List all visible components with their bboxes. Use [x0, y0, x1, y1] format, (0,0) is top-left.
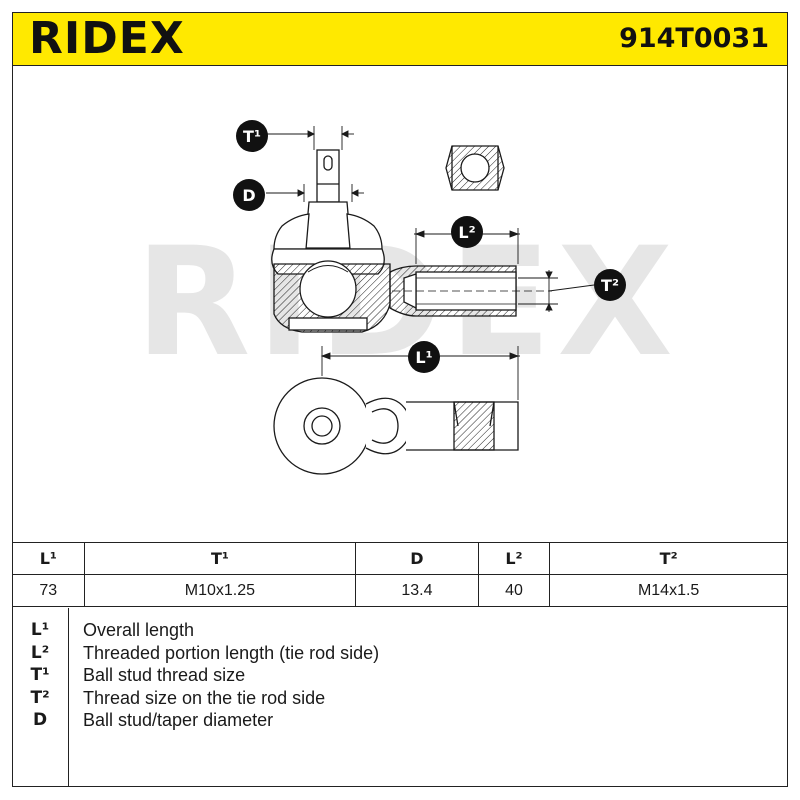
d-badge-label: D [242, 186, 255, 205]
legend-code: L² [30, 643, 50, 663]
legend: L¹ Overall length L² Threaded portion le… [12, 608, 788, 786]
spec-header-l2: L² [477, 542, 551, 575]
l2-badge: L² [451, 216, 483, 248]
tie-rod-end-drawing: RIDEX [135, 120, 673, 475]
legend-code: T² [30, 688, 50, 708]
t1-badge-label: T¹ [243, 127, 261, 146]
legend-divider [68, 608, 69, 786]
drawing-frame [12, 64, 788, 787]
specs-value-row: 73 M10x1.25 13.4 40 M14x1.5 [12, 574, 788, 607]
technical-drawing: RIDEX [12, 64, 788, 542]
specs-table: L¹ T¹ D L² T² 73 M10x1.25 13.4 40 M14x1.… [12, 542, 788, 607]
spec-header-l1: L¹ [12, 542, 85, 575]
l2-badge-label: L² [458, 223, 475, 242]
legend-item: L² Threaded portion length (tie rod side… [12, 643, 788, 665]
spec-value-t2: M14x1.5 [549, 574, 788, 607]
legend-code: D [32, 710, 48, 730]
specs-header-row: L¹ T¹ D L² T² [12, 542, 788, 575]
side-view [271, 149, 552, 333]
legend-text: Overall length [83, 620, 195, 640]
part-number: 914T0031 [619, 23, 769, 54]
spec-value-l2: 40 [477, 574, 551, 607]
l1-badge: L¹ [408, 341, 440, 373]
header-bar: RIDEX 914T0031 [12, 12, 788, 66]
t2-badge-label: T² [601, 276, 619, 295]
spec-value-d: 13.4 [355, 574, 479, 607]
legend-text: Ball stud thread size [83, 665, 246, 685]
spec-header-t1: T¹ [83, 542, 357, 575]
legend-text: Thread size on the tie rod side [83, 688, 326, 708]
legend-text: Threaded portion length (tie rod side) [83, 643, 380, 663]
brand-logo: RIDEX [29, 13, 185, 64]
legend-code: T¹ [30, 665, 50, 685]
spec-header-d: D [355, 542, 479, 575]
legend-item: D Ball stud/taper diameter [12, 710, 788, 732]
legend-item: L¹ Overall length [12, 620, 788, 642]
l1-badge-label: L¹ [415, 348, 432, 367]
d-badge: D [233, 179, 265, 211]
legend-item: T² Thread size on the tie rod side [12, 688, 788, 710]
legend-code: L¹ [30, 620, 50, 640]
spec-value-l1: 73 [12, 574, 85, 607]
legend-text: Ball stud/taper diameter [83, 710, 274, 730]
spec-value-t1: M10x1.25 [83, 574, 357, 607]
top-view [273, 377, 519, 475]
spec-header-t2: T² [549, 542, 788, 575]
legend-item: T¹ Ball stud thread size [12, 665, 788, 687]
hex-nut-view [445, 145, 505, 191]
t1-badge: T¹ [236, 120, 268, 152]
t2-badge: T² [594, 269, 626, 301]
